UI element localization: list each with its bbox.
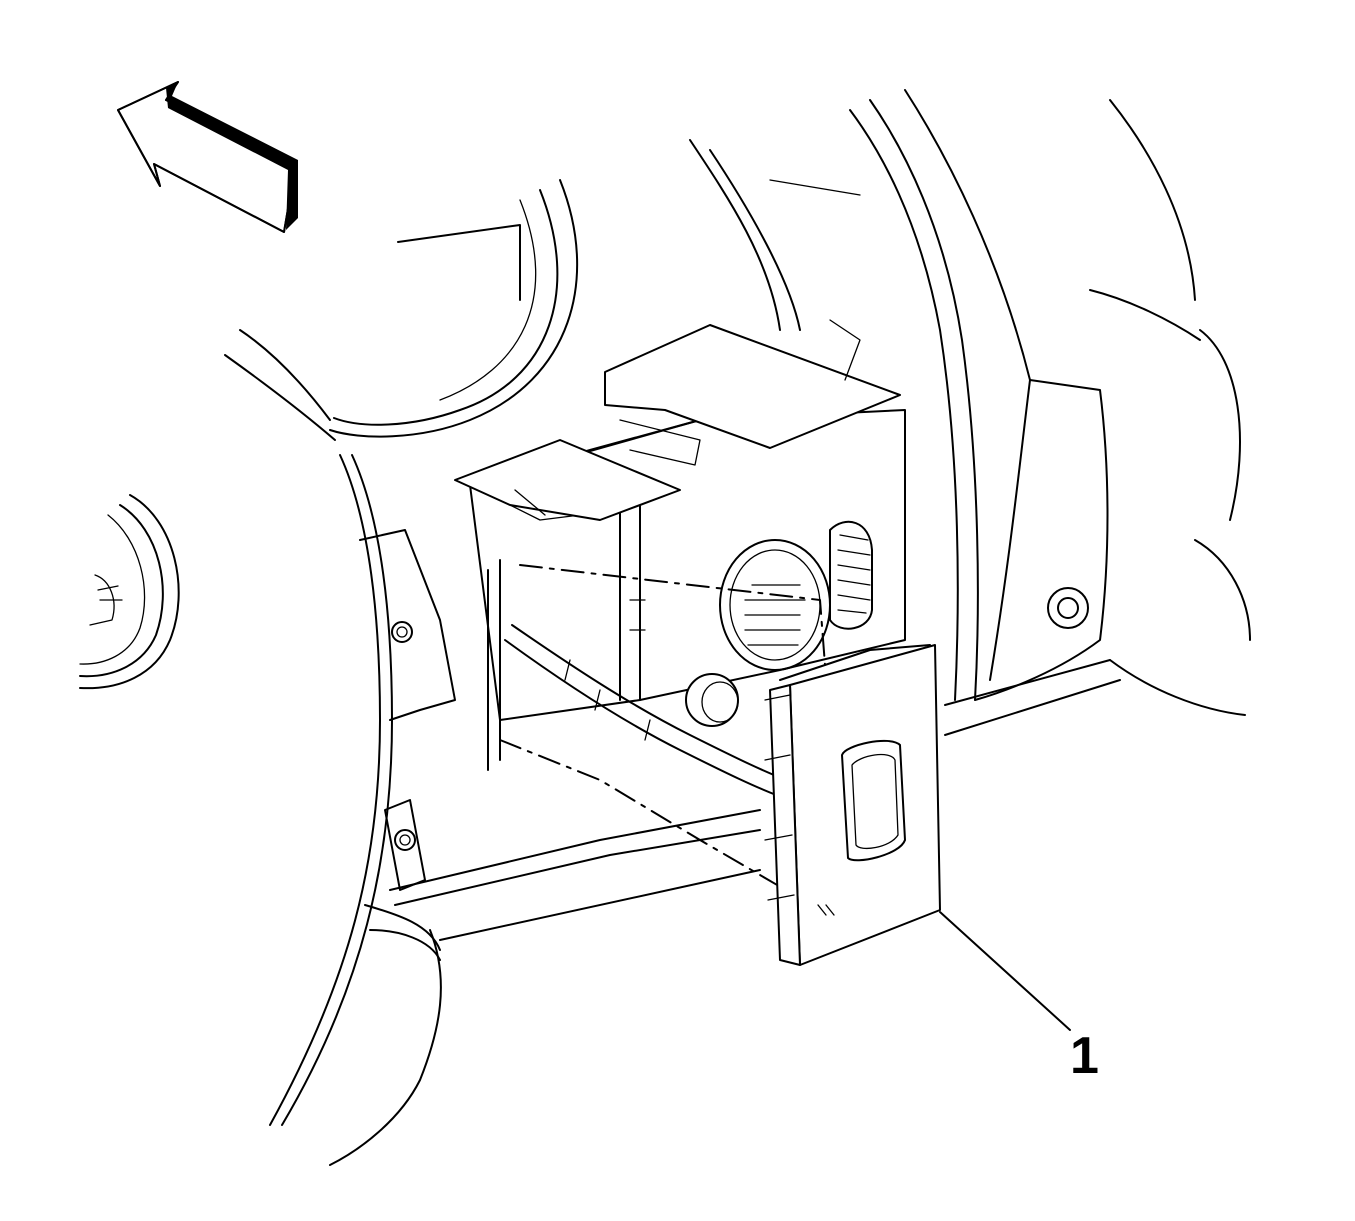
steering-wheel-outline [224, 179, 579, 441]
right-dash-structure [689, 89, 1251, 716]
control-head-housing [454, 324, 906, 771]
left-trim-panel [269, 454, 442, 1166]
forward-arrow-icon [117, 81, 298, 233]
lower-console [389, 659, 1121, 941]
installation-guide-lines [499, 564, 826, 911]
connection-cable [504, 624, 801, 801]
left-mounting-bracket [359, 529, 456, 891]
callout-1-label: 1 [1070, 1027, 1099, 1085]
left-air-vent [79, 494, 180, 690]
callout-1-leader [939, 911, 1071, 1031]
control-panel-faceplate [764, 644, 941, 966]
